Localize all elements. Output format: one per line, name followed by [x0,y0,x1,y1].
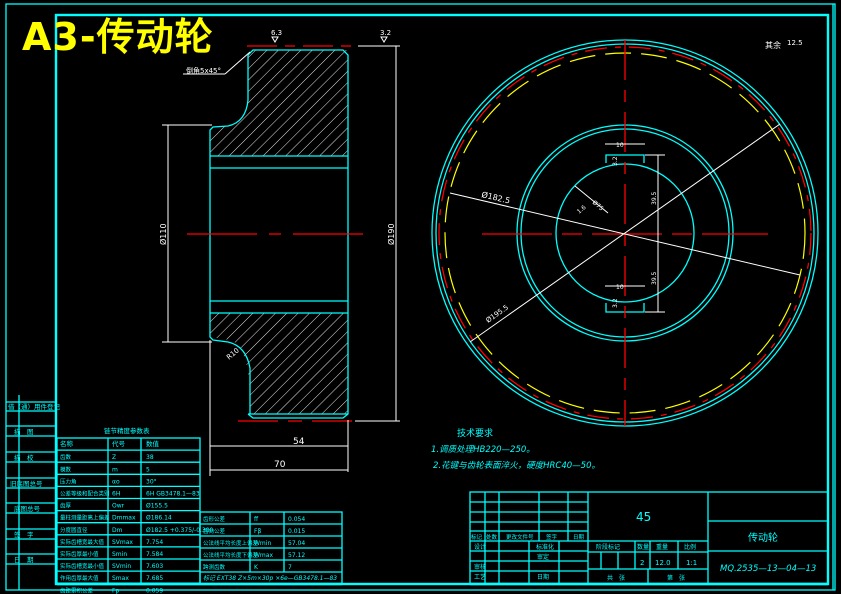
outer-border [5,3,836,591]
inner-frame [54,13,830,586]
title-block [469,491,829,586]
left-strip [6,401,56,565]
gear-table [56,437,343,586]
front-view [431,39,819,427]
drawing-title-overlay: A3-传动轮 [22,15,214,59]
section-view [162,36,400,476]
